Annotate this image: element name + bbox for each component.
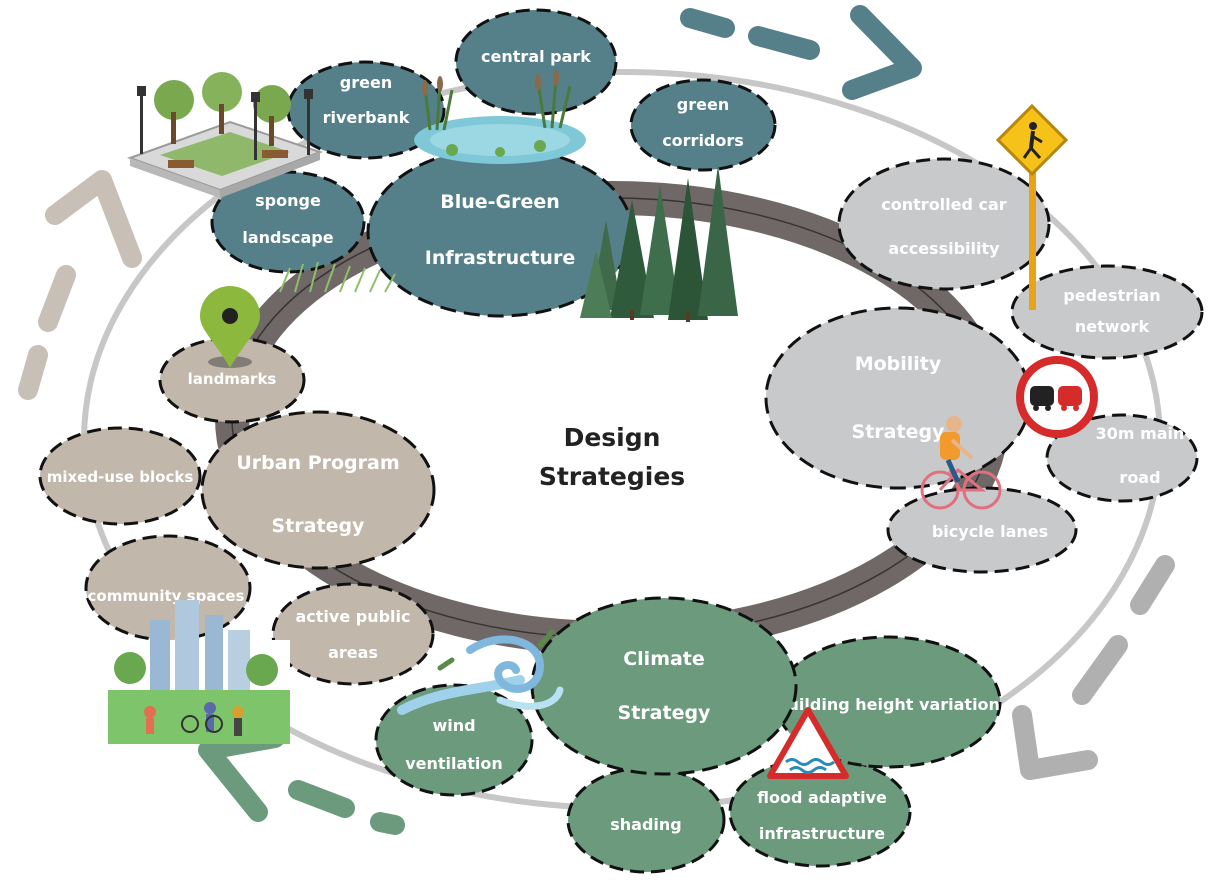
svg-text:sponge: sponge: [255, 191, 321, 210]
cycle-arrow-left: [18, 170, 142, 400]
svg-text:building height variation: building height variation: [776, 695, 1000, 714]
no-overtaking-sign-icon: [1016, 356, 1098, 438]
svg-text:ventilation: ventilation: [405, 754, 503, 773]
center-title-line1: Design: [564, 423, 661, 452]
node-mixed-use-blocks: mixed-use blocks: [38, 426, 202, 526]
svg-text:landmarks: landmarks: [188, 370, 277, 388]
park-icon: [127, 72, 323, 198]
strategy-mobility: Mobility Strategy: [764, 306, 1032, 490]
node-landmarks: landmarks: [158, 336, 306, 424]
node-building-height-variation: building height variation: [774, 635, 1002, 769]
pond-icon: [414, 70, 586, 164]
svg-text:central park: central park: [481, 47, 591, 66]
svg-text:pedestrian: pedestrian: [1063, 286, 1160, 305]
strategy-urban-program: Urban Program Strategy: [200, 410, 436, 570]
svg-text:Strategy: Strategy: [618, 702, 712, 724]
svg-text:corridors: corridors: [662, 131, 744, 150]
cycle-arrow-top: [680, 5, 922, 100]
svg-text:flood adaptive: flood adaptive: [757, 788, 887, 807]
svg-text:Blue-Green: Blue-Green: [440, 191, 560, 213]
svg-text:network: network: [1075, 317, 1150, 336]
svg-text:bicycle lanes: bicycle lanes: [932, 522, 1048, 541]
cyclist-icon: [920, 416, 1002, 510]
node-shading: shading: [566, 766, 726, 874]
location-pin-icon: [200, 286, 260, 368]
node-pedestrian-network: pedestrian network: [1010, 264, 1204, 360]
node-green-corridors: green corridors: [629, 78, 777, 172]
svg-text:controlled car: controlled car: [881, 195, 1007, 214]
node-30m-main-road: 30m main road: [1045, 413, 1199, 503]
svg-text:community spaces: community spaces: [88, 587, 245, 605]
node-green-riverbank: green riverbank: [286, 60, 446, 160]
node-central-park: central park: [454, 8, 618, 116]
node-wind-ventilation: wind ventilation: [374, 683, 534, 797]
wind-icon: [397, 629, 564, 715]
svg-text:Strategy: Strategy: [272, 515, 366, 537]
svg-text:riverbank: riverbank: [323, 108, 410, 127]
svg-text:mixed-use blocks: mixed-use blocks: [47, 468, 194, 486]
svg-text:wind: wind: [432, 716, 475, 735]
cycle-arrow-bottom: [198, 728, 405, 835]
forest-icon: [580, 165, 738, 322]
strategy-climate: Climate Strategy: [530, 596, 798, 776]
node-flood-adaptive-infrastructure: flood adaptive infrastructure: [728, 756, 912, 868]
node-controlled-car-accessibility: controlled car accessibility: [837, 157, 1051, 291]
svg-text:30m main: 30m main: [1096, 424, 1185, 443]
svg-text:road: road: [1119, 468, 1160, 487]
city-park-icon: [108, 600, 290, 744]
node-sponge-landscape: sponge landscape: [210, 170, 366, 274]
svg-text:areas: areas: [328, 643, 378, 662]
svg-text:green: green: [677, 95, 729, 114]
pedestrian-sign-icon: [995, 103, 1069, 310]
svg-text:Infrastructure: Infrastructure: [425, 247, 575, 269]
svg-text:shading: shading: [610, 815, 682, 834]
node-bicycle-lanes: bicycle lanes: [886, 486, 1078, 574]
svg-text:infrastructure: infrastructure: [759, 824, 885, 843]
svg-text:green: green: [340, 73, 392, 92]
svg-text:active public: active public: [295, 607, 410, 626]
cycle-arrow-right: [1012, 555, 1175, 780]
svg-text:accessibility: accessibility: [888, 239, 1000, 258]
svg-text:Urban Program: Urban Program: [236, 452, 399, 474]
svg-text:Strategy: Strategy: [852, 421, 946, 443]
grass-icon: [279, 261, 396, 293]
center-title-line2: Strategies: [539, 462, 685, 491]
node-active-public-areas: active public areas: [271, 582, 435, 686]
svg-text:landscape: landscape: [242, 228, 333, 247]
svg-text:Climate: Climate: [623, 648, 705, 670]
flood-warning-icon: [767, 707, 849, 779]
node-community-spaces: community spaces: [84, 534, 252, 642]
svg-text:Mobility: Mobility: [855, 353, 942, 375]
center-title: Design Strategies: [539, 423, 685, 491]
